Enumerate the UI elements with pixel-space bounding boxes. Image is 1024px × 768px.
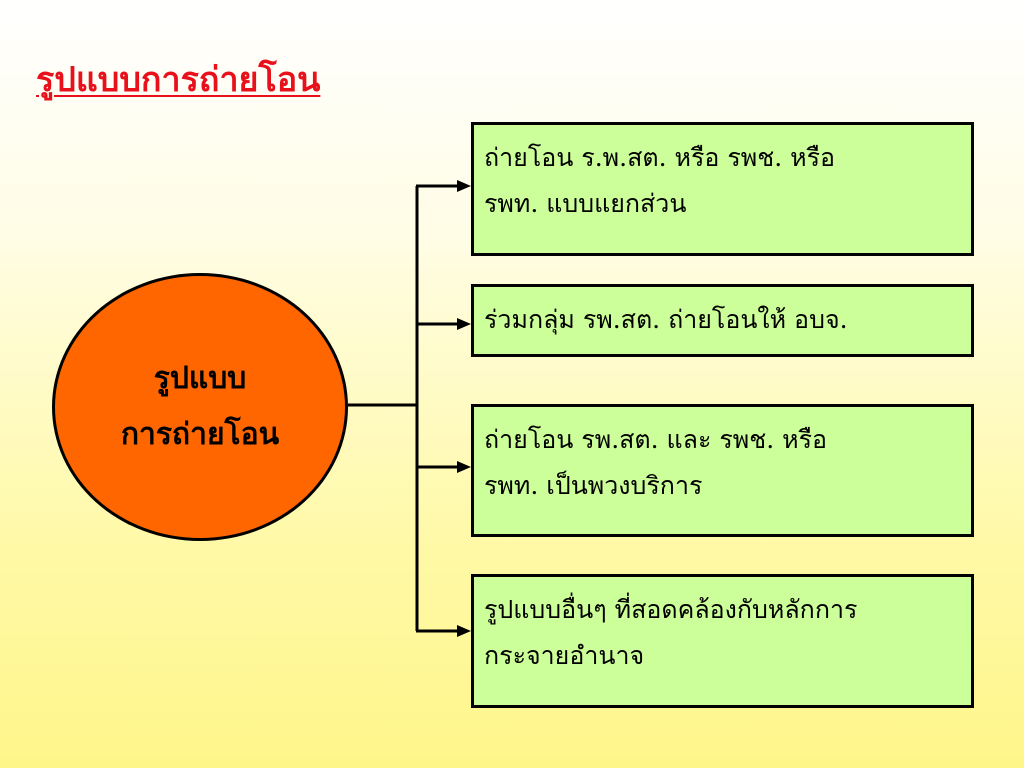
branch-box-2: ร่วมกลุ่ม รพ.สต. ถ่ายโอนให้ อบจ. [471,284,974,357]
arrow-head-3 [457,461,471,473]
branch-1-line-2: รพท. แบบแยกส่วน [484,189,687,218]
branch-1-line-1: ถ่ายโอน ร.พ.สต. หรือ รพช. หรือ [484,143,836,172]
branch-2-line-1: ร่วมกลุ่ม รพ.สต. ถ่ายโอนให้ อบจ. [484,305,848,334]
branch-3-line-2: รพท. เป็นพวงบริการ [484,471,703,500]
arrow-head-1 [457,180,471,192]
branch-3-line-1: ถ่ายโอน รพ.สต. และ รพช. หรือ [484,425,828,454]
hub-circle: รูปแบบ การถ่ายโอน [52,273,348,541]
branch-box-3: ถ่ายโอน รพ.สต. และ รพช. หรือ รพท. เป็นพว… [471,404,974,537]
branch-box-4: รูปแบบอื่นๆ ที่สอดคล้องกับหลักการ กระจาย… [471,574,974,708]
arrow-head-2 [457,318,471,330]
hub-label-line-1: รูปแบบ [153,361,247,396]
branch-box-1: ถ่ายโอน ร.พ.สต. หรือ รพช. หรือ รพท. แบบแ… [471,122,974,256]
branch-4-line-2: กระจายอำนาจ [484,641,645,670]
arrow-head-4 [457,625,471,637]
hub-label-line-2: การถ่ายโอน [120,417,280,452]
branch-4-line-1: รูปแบบอื่นๆ ที่สอดคล้องกับหลักการ [484,595,858,624]
slide-title: รูปแบบการถ่ายโอน [36,60,321,100]
